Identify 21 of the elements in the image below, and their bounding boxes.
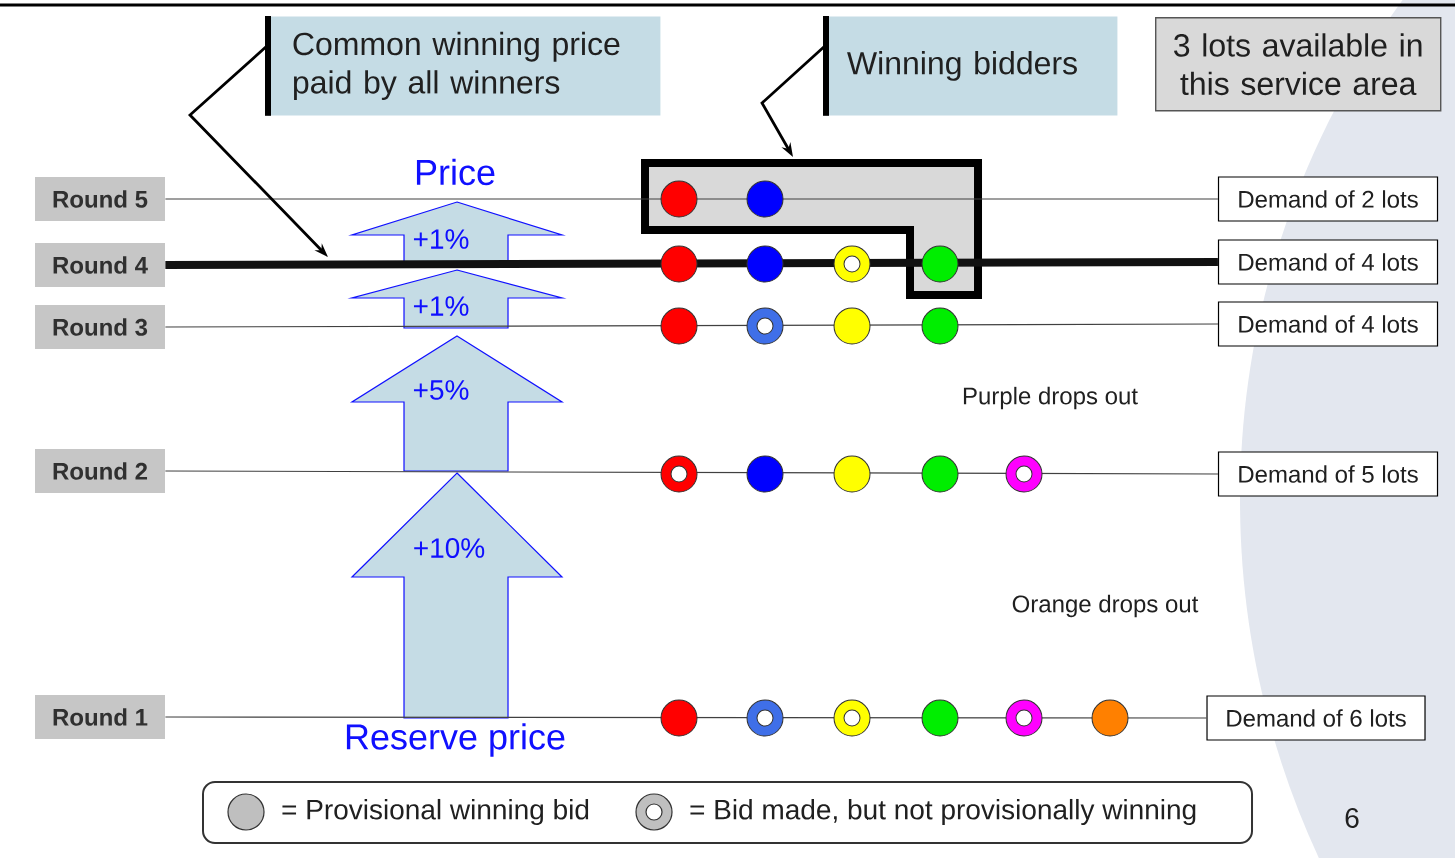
legend-text: = Provisional winning bid bbox=[282, 798, 589, 826]
round-label: Round 2 bbox=[35, 449, 165, 493]
demand-box: Demand of 4 lots bbox=[1217, 239, 1439, 285]
round-line bbox=[164, 198, 1219, 200]
note-text: Purple drops out bbox=[963, 386, 1138, 410]
demand-box: Demand of 6 lots bbox=[1206, 695, 1426, 741]
callout-box: Winning bidders bbox=[823, 16, 1118, 116]
demand-box: Demand of 4 lots bbox=[1217, 301, 1439, 347]
page-number: 6 bbox=[1345, 808, 1359, 828]
round-label: Round 4 bbox=[35, 243, 165, 287]
legend-text: = Bid made, but not provisionally winning bbox=[690, 798, 1196, 826]
callout-box: Common winning price paid by all winners bbox=[265, 16, 661, 116]
round-label: Round 3 bbox=[35, 305, 165, 349]
note-text: Orange drops out bbox=[1012, 594, 1199, 618]
demand-box: Demand of 2 lots bbox=[1217, 176, 1439, 222]
note-box: 3 lots available in this service area bbox=[1155, 17, 1442, 112]
demand-box: Demand of 5 lots bbox=[1217, 451, 1439, 497]
round-label: Round 1 bbox=[35, 695, 165, 739]
round-label: Round 5 bbox=[35, 177, 165, 221]
axis-label: Price bbox=[416, 158, 495, 186]
axis-label: Reserve price bbox=[346, 723, 565, 757]
